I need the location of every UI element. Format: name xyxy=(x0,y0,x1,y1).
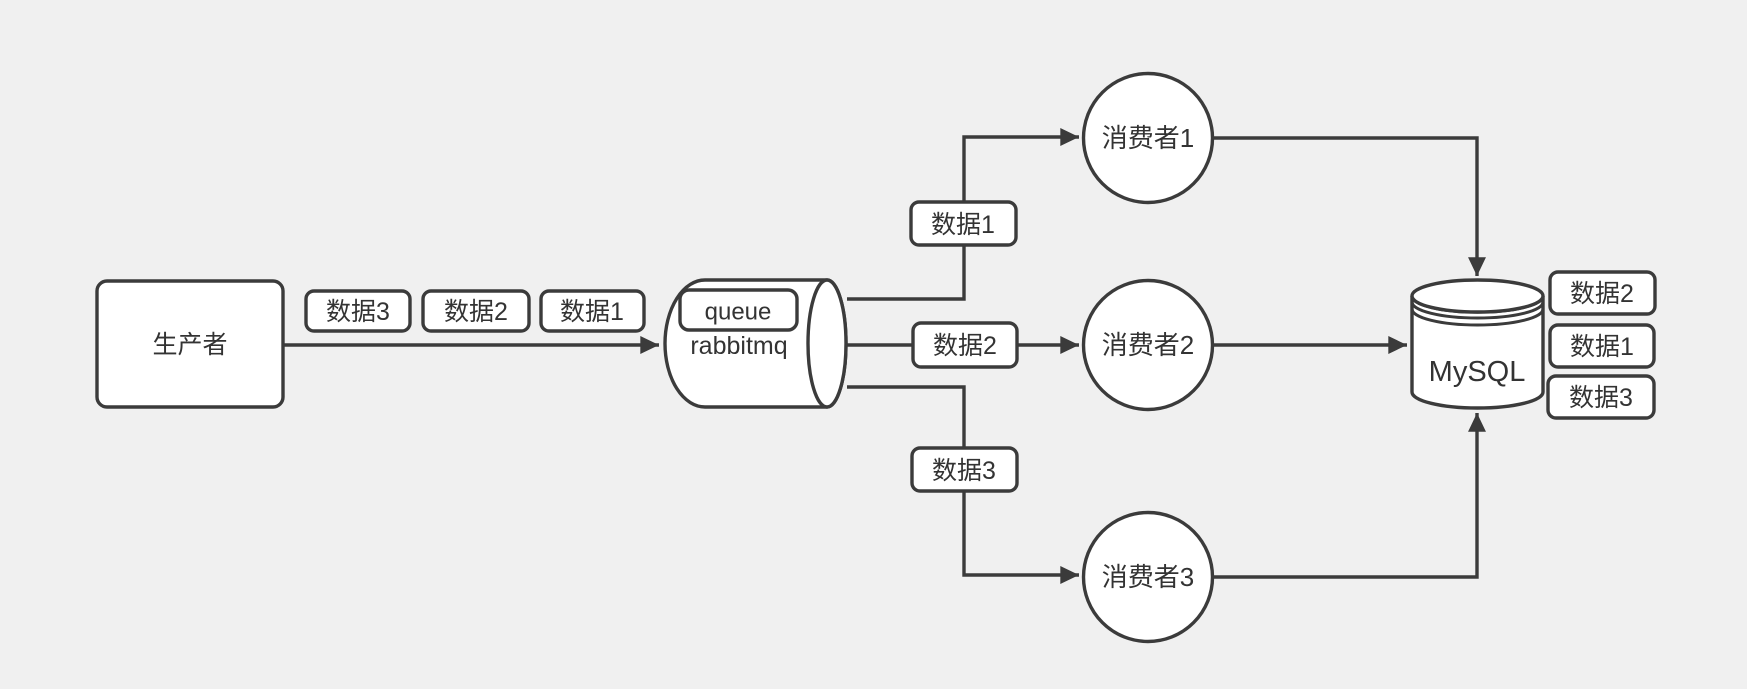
edge-consumer3-to-database xyxy=(1213,413,1486,579)
result-label-box xyxy=(1548,270,1657,316)
consumer3-label: 消费者3 xyxy=(1102,562,1194,592)
stream-label-text: 数据2 xyxy=(444,298,508,326)
database-ring-1 xyxy=(1410,301,1545,320)
consumer1-circle xyxy=(1081,71,1215,205)
branch-label-text: 数据2 xyxy=(933,332,997,360)
queue-cylinder-rim xyxy=(806,278,848,409)
consumer3-circle xyxy=(1081,510,1215,644)
queue-node: queue rabbitmq xyxy=(663,278,848,409)
result-label-box xyxy=(1546,374,1656,420)
database-result-labels: 数据2 数据1 数据3 xyxy=(1546,270,1657,420)
consumer1-node: 消费者1 xyxy=(1081,71,1215,205)
producer-label: 生产者 xyxy=(152,331,227,359)
database-node: MySQL xyxy=(1410,278,1545,410)
edges xyxy=(283,128,1486,584)
branch-label-text: 数据1 xyxy=(931,211,995,239)
branch-label-box xyxy=(909,200,1018,247)
branch-label-text: 数据3 xyxy=(932,457,996,485)
queue-subtitle-label: rabbitmq xyxy=(690,332,787,360)
consumer3-node: 消费者3 xyxy=(1081,510,1215,644)
consumer2-label: 消费者2 xyxy=(1102,330,1194,360)
stream-label-box xyxy=(539,289,646,333)
stream-label-box xyxy=(304,289,412,333)
result-label-text: 数据1 xyxy=(1570,333,1634,361)
stream-label-box xyxy=(421,289,531,333)
producer-box xyxy=(95,279,285,409)
consumer2-node: 消费者2 xyxy=(1081,278,1215,412)
stream-label-text: 数据1 xyxy=(560,298,624,326)
consumer2-circle xyxy=(1081,278,1215,412)
database-label: MySQL xyxy=(1429,356,1526,388)
producer-node: 生产者 xyxy=(95,279,285,409)
queue-title-box xyxy=(678,288,799,332)
database-ring-2 xyxy=(1410,308,1545,327)
database-cylinder-rim xyxy=(1410,278,1545,314)
result-label-box xyxy=(1548,323,1656,369)
consumer1-label: 消费者1 xyxy=(1102,123,1194,153)
branch-label-box xyxy=(910,446,1019,493)
queue-title-label: queue xyxy=(705,298,772,325)
edge-consumer1-to-database xyxy=(1213,136,1486,276)
producer-stream-labels: 数据3 数据2 数据1 xyxy=(304,289,646,333)
queue-branch-labels: 数据1 数据2 数据3 xyxy=(909,200,1019,493)
result-label-text: 数据3 xyxy=(1569,384,1633,412)
result-label-text: 数据2 xyxy=(1570,280,1634,308)
branch-label-box xyxy=(911,321,1019,369)
stream-label-text: 数据3 xyxy=(326,298,390,326)
